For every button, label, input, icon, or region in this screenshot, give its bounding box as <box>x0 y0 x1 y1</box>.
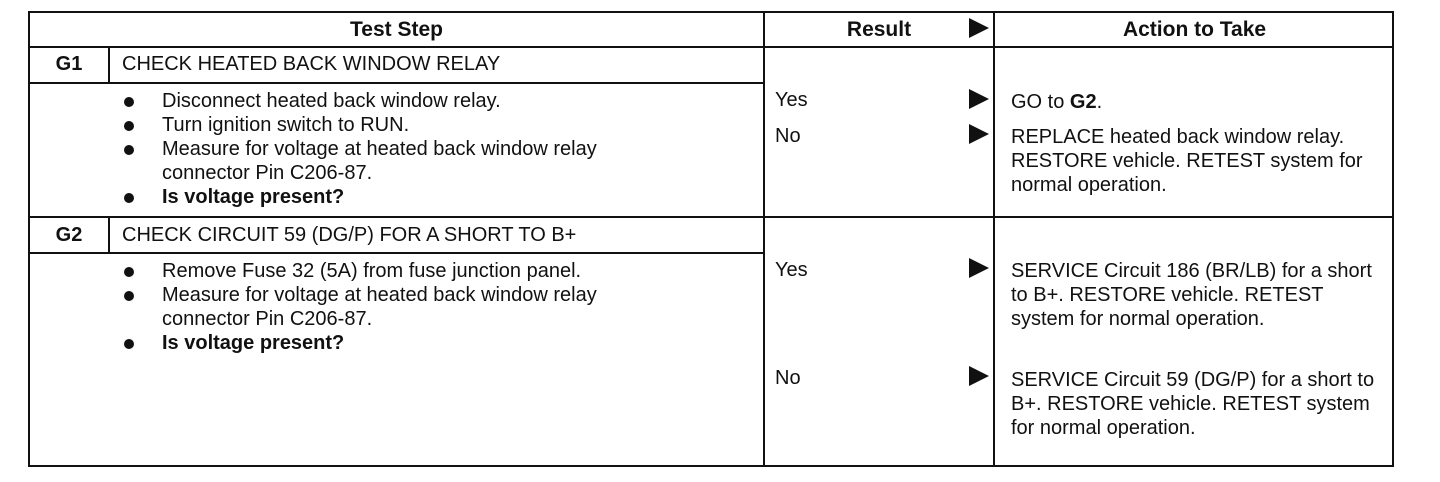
action-text: SERVICE Circuit 186 (BR/LB) for a short … <box>1011 260 1372 330</box>
header-action: Action to Take <box>1122 18 1267 41</box>
instruction-question: Is voltage present? <box>124 185 744 209</box>
title-divider <box>30 252 763 254</box>
action-text: REPLACE heated back window relay. RESTOR… <box>1011 126 1363 196</box>
bullet-icon <box>124 267 134 277</box>
arrow-icon <box>969 18 989 38</box>
step-code: G2 <box>55 224 83 246</box>
result-label: Yes <box>775 89 808 111</box>
instruction-item: Measure for voltage at heated back windo… <box>124 283 744 331</box>
instruction-item: Turn ignition switch to RUN. <box>124 113 744 137</box>
step-instructions: Remove Fuse 32 (5A) from fuse junction p… <box>124 259 744 355</box>
result-label: Yes <box>775 259 808 281</box>
bullet-icon <box>124 97 134 107</box>
result-label: No <box>775 367 801 389</box>
bullet-icon <box>124 121 134 131</box>
header-result: Result <box>846 18 912 41</box>
bullet-icon <box>124 339 134 349</box>
bullet-icon <box>124 145 134 155</box>
arrow-icon <box>969 89 989 109</box>
title-divider <box>30 82 763 84</box>
code-divider <box>108 216 110 252</box>
header-divider <box>30 46 1394 48</box>
arrow-icon <box>969 124 989 144</box>
diagnostic-table: Test Step Result Action to Take G1 CHECK… <box>28 11 1394 467</box>
header-test-step: Test Step <box>350 18 443 41</box>
instruction-question: Is voltage present? <box>124 331 744 355</box>
step-instructions: Disconnect heated back window relay. Tur… <box>124 89 744 209</box>
arrow-icon <box>969 366 989 386</box>
row-divider <box>30 216 1394 218</box>
result-label: No <box>775 125 801 147</box>
action-text: GO to G2. <box>1011 91 1103 113</box>
instruction-item: Measure for voltage at heated back windo… <box>124 137 744 185</box>
code-divider <box>108 46 110 82</box>
instruction-item: Remove Fuse 32 (5A) from fuse junction p… <box>124 259 744 283</box>
step-code: G1 <box>55 53 83 75</box>
instruction-item: Disconnect heated back window relay. <box>124 89 744 113</box>
column-divider <box>763 13 765 465</box>
step-title: CHECK HEATED BACK WINDOW RELAY <box>122 53 501 75</box>
bullet-icon <box>124 193 134 203</box>
action-text: SERVICE Circuit 59 (DG/P) for a short to… <box>1011 369 1375 439</box>
bullet-icon <box>124 291 134 301</box>
step-title: CHECK CIRCUIT 59 (DG/P) FOR A SHORT TO B… <box>122 224 577 246</box>
arrow-icon <box>969 258 989 278</box>
column-divider <box>993 13 995 465</box>
